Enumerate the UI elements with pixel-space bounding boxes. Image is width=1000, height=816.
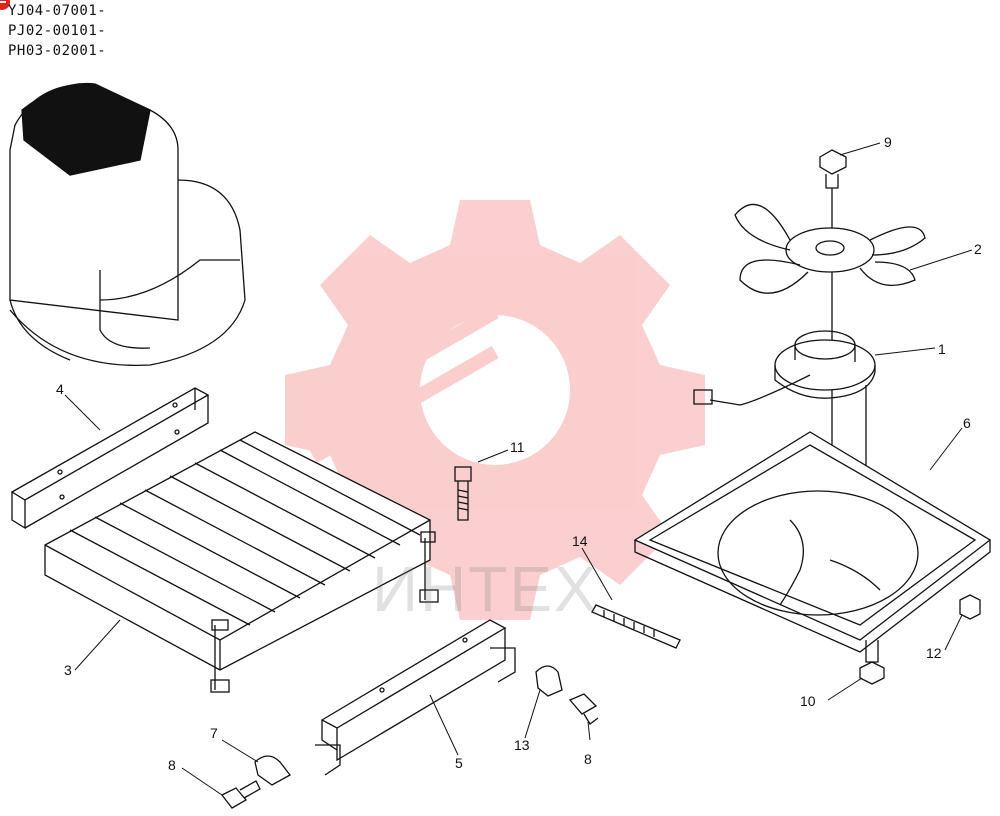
- callout-9: 9: [884, 134, 892, 150]
- fan-cover: [9, 82, 246, 367]
- bolt-part-8-left: [221, 780, 261, 809]
- callout-6: 6: [963, 415, 971, 431]
- nut-part-12: [959, 594, 981, 620]
- callout-14: 14: [572, 533, 588, 549]
- callout-8-right: 8: [584, 751, 592, 767]
- callout-1: 1: [938, 341, 946, 357]
- bracket-part-5: [315, 619, 516, 776]
- bolt-part-10: [859, 640, 885, 685]
- fan-blades-part-2: [734, 203, 926, 294]
- bolt-part-8-right: [568, 693, 599, 725]
- watermark-text: ИНТЕХ: [372, 553, 599, 625]
- line-art: [9, 82, 992, 809]
- callout-5: 5: [455, 755, 463, 771]
- heat-sink-part-3: [44, 431, 439, 693]
- clamp-part-7: [254, 755, 291, 786]
- callout-7: 7: [210, 725, 218, 741]
- callout-4: 4: [56, 381, 64, 397]
- cable-tie-part-14: [591, 604, 681, 649]
- serial-line-3: PH03-02001-: [8, 43, 107, 59]
- bracket-part-4: [10, 387, 210, 530]
- clamp-part-13: [535, 665, 563, 697]
- fan-motor-part-1: [693, 330, 876, 590]
- red-marker-icon: [0, 0, 10, 10]
- callout-labels: 1 2 3 4 5 6 7 8 9 10 11 12 13 14 8: [56, 134, 982, 773]
- callout-3: 3: [64, 662, 72, 678]
- bolt-part-11: [454, 466, 472, 521]
- callout-12: 12: [926, 645, 942, 661]
- serial-line-2: PJ02-00101-: [8, 23, 107, 39]
- callout-8-left: 8: [168, 757, 176, 773]
- fan-shroud-part-6: [633, 431, 992, 653]
- callout-13: 13: [514, 737, 530, 753]
- serial-line-1: YJ04-07001-: [8, 3, 107, 19]
- callout-10: 10: [800, 693, 816, 709]
- callout-2: 2: [974, 241, 982, 257]
- callout-11: 11: [510, 439, 525, 455]
- leader-lines: [64, 142, 973, 796]
